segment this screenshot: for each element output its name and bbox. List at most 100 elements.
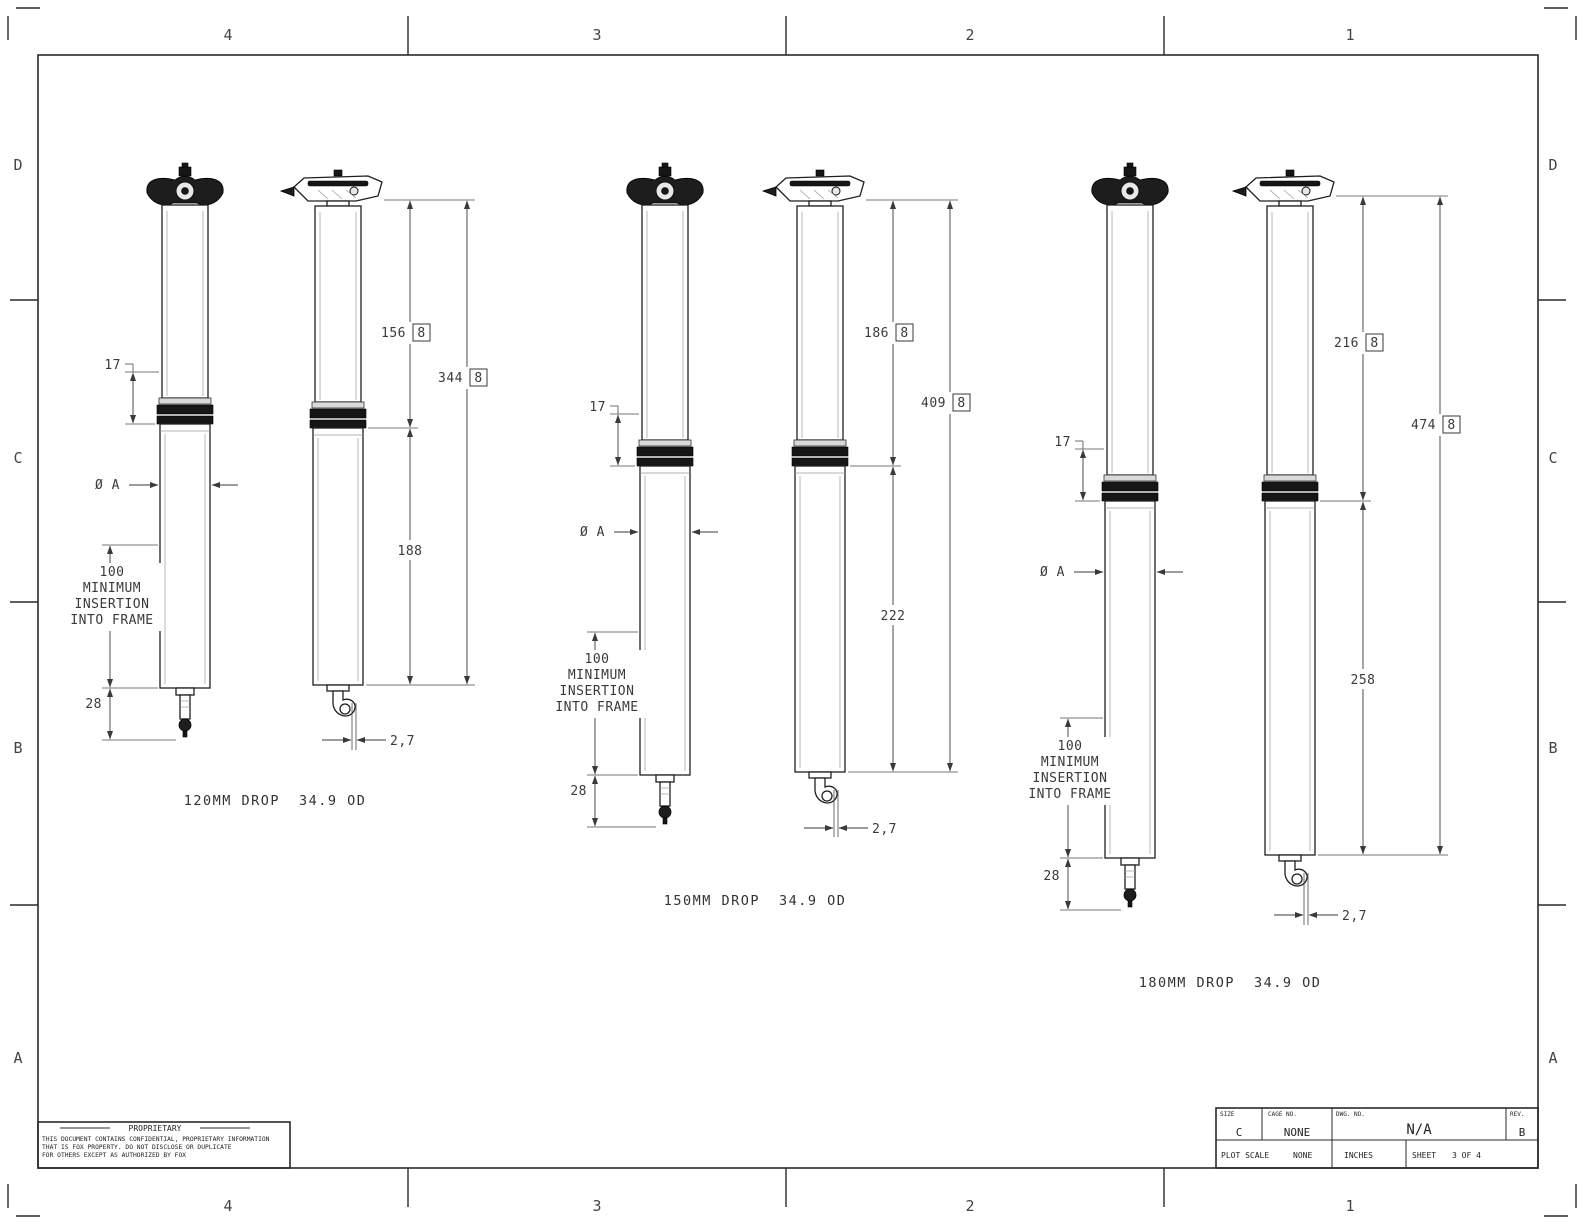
clamp-hatch	[317, 189, 329, 200]
diameter-label: Ø A	[95, 478, 120, 493]
collar-band-1	[156, 404, 214, 415]
plot-scale-value: NONE	[1293, 1151, 1312, 1160]
proprietary-line: THIS DOCUMENT CONTAINS CONFIDENTIAL, PRO…	[42, 1136, 270, 1143]
clamp-bolt-hole	[661, 187, 669, 195]
collar-band-1	[791, 446, 849, 457]
insertion-note-line: 100	[100, 565, 125, 580]
zone-label-left: D	[13, 156, 22, 174]
clamp-body	[775, 175, 865, 202]
clamp-neck	[326, 200, 350, 207]
ref-number: 8	[417, 326, 425, 341]
collar-wiper	[158, 397, 212, 405]
upper-tube	[796, 205, 844, 441]
collar-band-1	[636, 446, 694, 457]
collar-height-label: 17	[589, 400, 606, 415]
saddle-rail	[307, 180, 369, 187]
size-label: SIZE	[1220, 1111, 1235, 1118]
lower-length-label: 222	[881, 609, 906, 624]
ref-number: 8	[474, 371, 482, 386]
collar-wiper	[1103, 474, 1157, 482]
label-bg	[60, 563, 164, 631]
diameter-label: Ø A	[580, 525, 605, 540]
clamp-body	[293, 175, 383, 202]
lower-length-label: 258	[1351, 673, 1376, 688]
insertion-note-line: INTO FRAME	[1028, 787, 1111, 802]
insertion-note-line: INTO FRAME	[555, 700, 638, 715]
clamp-hatch	[1297, 189, 1309, 199]
actuator-tip	[178, 718, 192, 732]
clamp-nose	[279, 186, 295, 197]
overall-length-label: 409	[921, 396, 946, 411]
label-bg	[870, 605, 916, 625]
clamp-body	[1245, 175, 1335, 202]
collar-band-1	[309, 408, 367, 419]
clamp-hatch	[331, 189, 343, 200]
cable-hook-hole	[339, 703, 351, 715]
insertion-note-line: MINIMUM	[83, 581, 141, 596]
upper-length-label: 186	[864, 326, 889, 341]
zone-label-top: 2	[965, 26, 974, 44]
cable-offset-label: 2,7	[1342, 909, 1367, 924]
saddle-bolt	[1285, 169, 1295, 177]
actuator-nipple	[662, 817, 668, 825]
clamp-bolt-hole	[1126, 187, 1134, 195]
collar-band-2	[1101, 492, 1159, 502]
actuator-length-label: 28	[85, 697, 102, 712]
collar-wiper	[793, 439, 847, 447]
clamp-hatch	[345, 189, 357, 199]
clamp-bolt-head	[831, 186, 841, 196]
lower-length-label: 188	[398, 544, 423, 559]
zone-label-top: 3	[592, 26, 601, 44]
zone-label-right: A	[1548, 1049, 1557, 1067]
ref-number: 8	[957, 396, 965, 411]
collar-band-1	[1261, 481, 1319, 492]
lower-tube	[159, 423, 211, 689]
cable-hook-hole	[821, 790, 833, 802]
overall-length-label: 344	[438, 371, 463, 386]
saddle-rail	[789, 180, 851, 187]
proprietary-line: THAT IS FOX PROPERTY. DO NOT DISCLOSE OR…	[42, 1144, 232, 1151]
insertion-note-line: INSERTION	[75, 597, 150, 612]
insertion-note-line: INSERTION	[560, 684, 635, 699]
insertion-note-line: INSERTION	[1033, 771, 1108, 786]
seatpost-side-view	[1231, 169, 1335, 887]
overall-length-label: 474	[1411, 418, 1436, 433]
clamp-bolt-head	[1301, 186, 1311, 196]
actuator-nipple	[1127, 900, 1133, 908]
ref-frame	[1442, 415, 1461, 434]
insertion-note-line: MINIMUM	[568, 668, 626, 683]
insertion-note-line: 100	[1058, 739, 1083, 754]
ref-frame	[1365, 333, 1384, 352]
clamp-hatch	[1283, 189, 1295, 200]
proprietary-frame	[37, 1121, 291, 1169]
seatpost-side-view	[761, 169, 865, 804]
saddle-bolt	[333, 169, 343, 177]
label-bg	[387, 540, 433, 560]
cage-value: NONE	[1284, 1126, 1311, 1139]
label-bg	[1018, 737, 1122, 805]
actuator-tip	[1123, 888, 1137, 902]
sheet-value: 3 OF 4	[1452, 1151, 1481, 1160]
upper-tube	[1106, 204, 1154, 476]
cable-offset-label: 2,7	[390, 734, 415, 749]
clamp-neck	[808, 200, 832, 207]
zone-label-top: 1	[1345, 26, 1354, 44]
cable-offset-label: 2,7	[872, 822, 897, 837]
title-block-frame	[1215, 1107, 1539, 1169]
ref-frame	[469, 368, 488, 387]
insertion-note-line: MINIMUM	[1041, 755, 1099, 770]
clamp-hatch	[813, 189, 825, 200]
upper-length-label: 216	[1334, 336, 1359, 351]
seatpost-front-view	[1091, 162, 1169, 908]
diameter-label: Ø A	[1040, 565, 1065, 580]
ref-frame	[895, 323, 914, 342]
actuator-boss	[175, 687, 195, 696]
upper-length-label: 156	[381, 326, 406, 341]
zone-label-bottom: 4	[223, 1197, 232, 1215]
units-label: INCHES	[1344, 1151, 1373, 1160]
plot-scale-label: PLOT SCALE	[1221, 1151, 1269, 1160]
collar-band-2	[1261, 492, 1319, 502]
